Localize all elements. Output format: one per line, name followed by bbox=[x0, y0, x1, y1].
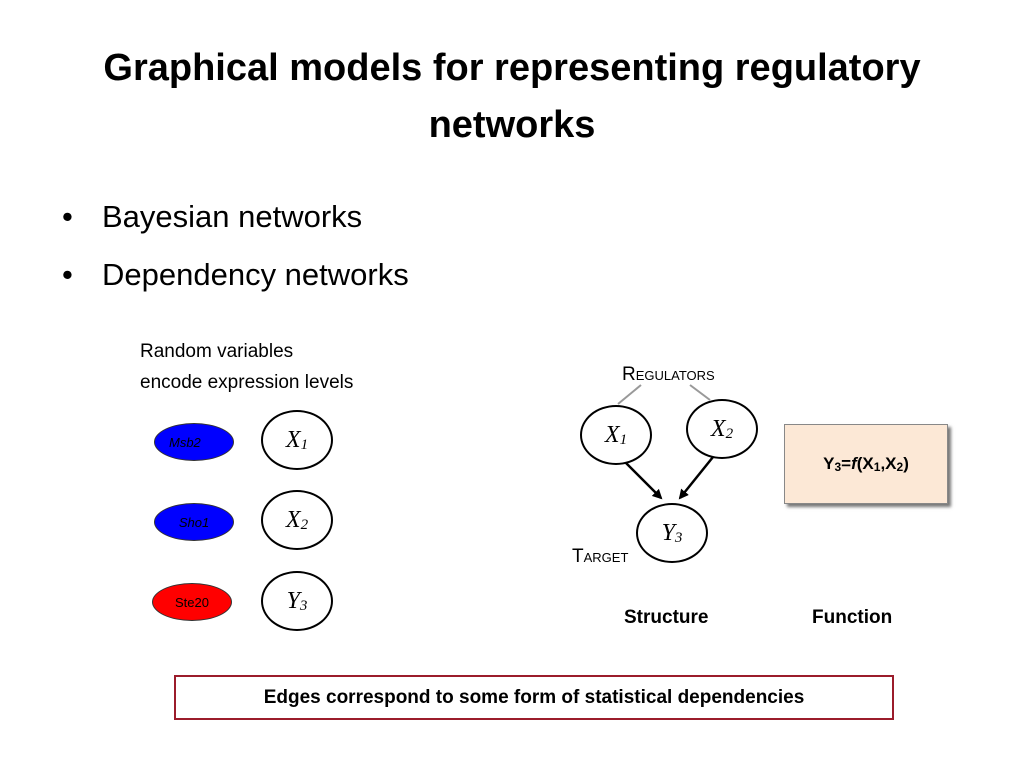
function-text: ,X bbox=[880, 454, 897, 473]
node-letter: X bbox=[285, 506, 301, 533]
gene-label: Sho1 bbox=[178, 514, 210, 530]
bullet-item: • Bayesian networks bbox=[60, 188, 409, 246]
bullet-text: Dependency networks bbox=[102, 257, 409, 292]
edge-x2-to-y3 bbox=[678, 456, 714, 500]
node-letter: Y bbox=[286, 587, 300, 614]
node-letter: Y bbox=[661, 519, 675, 546]
node-subscript: 3 bbox=[674, 529, 683, 546]
node-letter: X bbox=[285, 426, 301, 453]
function-text: = bbox=[841, 454, 852, 473]
node-subscript: 1 bbox=[300, 436, 309, 453]
bullet-icon: • bbox=[62, 199, 73, 234]
caption-line: Random variables bbox=[140, 341, 294, 362]
bullet-icon: • bbox=[62, 257, 73, 292]
bullet-list: • Bayesian networks • Dependency networks bbox=[60, 188, 409, 304]
bullet-item: • Dependency networks bbox=[60, 246, 409, 304]
random-variables-caption: Random variables encode expression level… bbox=[140, 336, 353, 398]
function-subscript: 2 bbox=[896, 460, 904, 474]
function-text: Y bbox=[823, 454, 835, 473]
bullet-text: Bayesian networks bbox=[102, 199, 363, 234]
target-label: Target bbox=[572, 546, 629, 567]
gene-label: Msb2 bbox=[169, 435, 201, 450]
edges-note-text: Edges correspond to some form of statist… bbox=[263, 686, 805, 708]
gene-ste20-ellipse: Ste20 bbox=[152, 583, 232, 621]
gene-label: Ste20 bbox=[175, 594, 209, 610]
function-subscript: 3 bbox=[834, 460, 842, 474]
function-label: Function bbox=[812, 607, 893, 628]
node-subscript: 2 bbox=[300, 516, 309, 533]
function-subscript: 1 bbox=[873, 460, 881, 474]
function-text: (X bbox=[856, 454, 874, 473]
regulators-pointer-line bbox=[617, 384, 642, 405]
node-letter: X bbox=[604, 421, 620, 448]
function-text: ) bbox=[903, 454, 909, 473]
node-subscript: 2 bbox=[725, 425, 734, 442]
edge-x1-to-y3 bbox=[625, 462, 663, 500]
node-subscript: 1 bbox=[619, 431, 628, 448]
slide-title: Graphical models for representing regula… bbox=[103, 47, 921, 146]
caption-line: encode expression levels bbox=[140, 372, 354, 393]
structure-label: Structure bbox=[624, 607, 709, 628]
node-letter: X bbox=[710, 415, 726, 442]
edges-note-box: Edges correspond to some form of statist… bbox=[174, 675, 894, 720]
regulators-label: Regulators bbox=[622, 364, 715, 385]
gene-sho1-ellipse: Sho1 bbox=[154, 503, 234, 541]
node-subscript: 3 bbox=[299, 597, 308, 614]
regulators-pointer-line bbox=[689, 384, 711, 401]
function-symbol: f bbox=[851, 454, 857, 473]
gene-msb2-ellipse: Msb2 bbox=[154, 423, 234, 461]
